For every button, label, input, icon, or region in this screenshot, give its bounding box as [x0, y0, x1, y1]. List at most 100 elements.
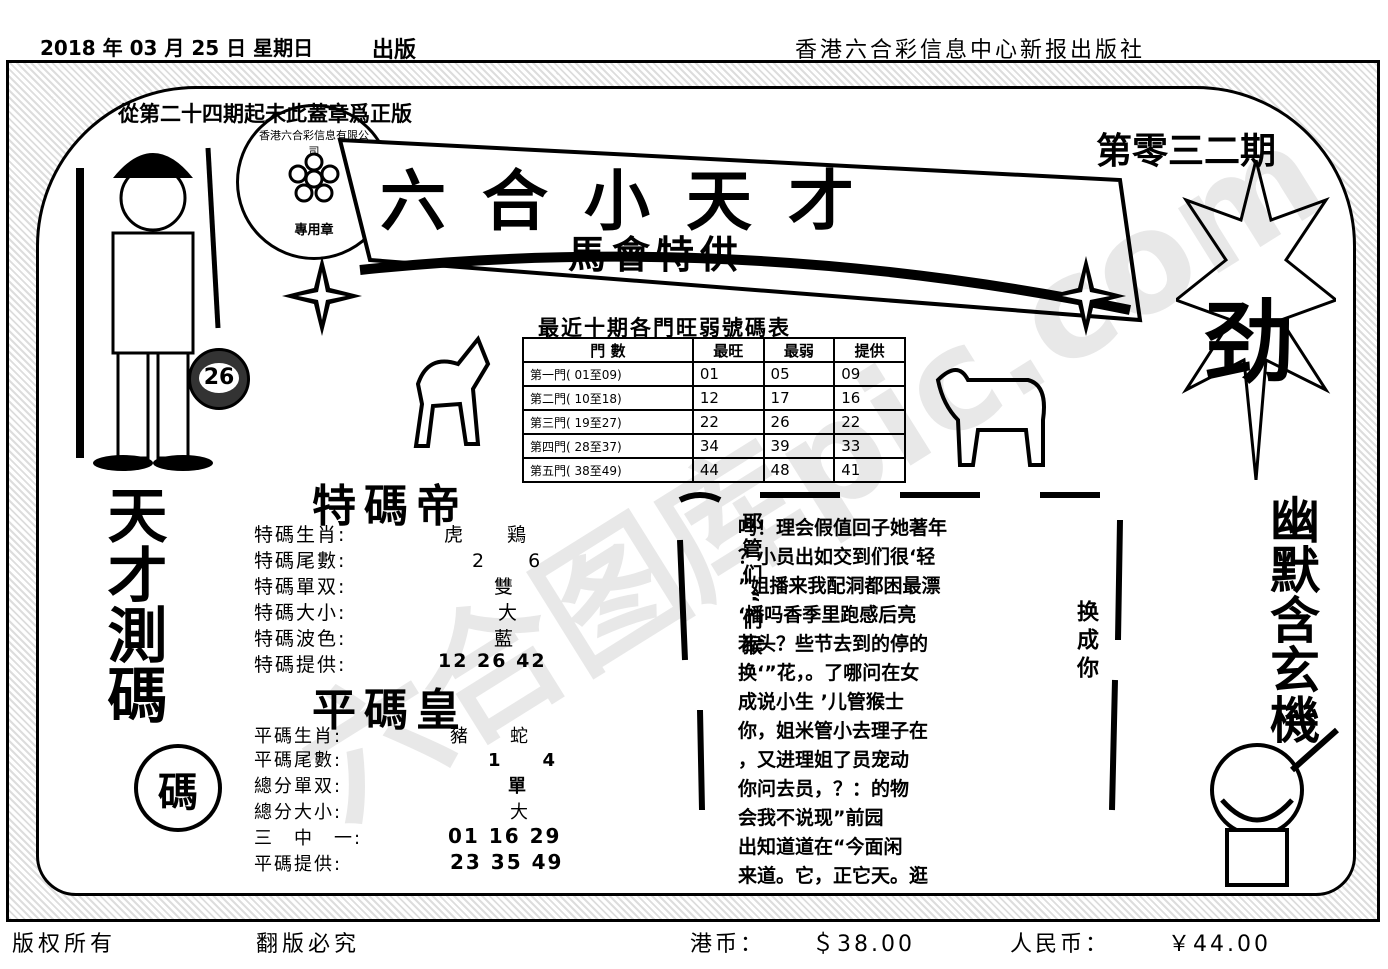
- rosette-badge: 碼: [134, 744, 222, 832]
- cold-number: 39: [762, 433, 836, 459]
- zone-label: 第三門( 19至27): [522, 409, 694, 435]
- row-value: 2 6: [472, 550, 543, 572]
- row-value: 23 35 49: [450, 850, 564, 874]
- issue-number: 第零三二期: [1096, 130, 1277, 172]
- row-label: 特碼生肖:: [254, 524, 347, 546]
- poem-line: 会我不说现”前园: [738, 807, 884, 829]
- zone-table-title: 最近十期各門旺弱號碼表: [538, 316, 791, 340]
- right-slogan: 幽默含玄機: [1262, 494, 1321, 744]
- right-big-char: 劲: [1204, 290, 1294, 396]
- poem-line: 吗！理会假值回子她著年: [738, 517, 948, 539]
- poem-side-text: 换成你: [1073, 600, 1098, 684]
- hot-number: 12: [691, 385, 765, 411]
- zone-label: 第二門( 10至18): [522, 385, 694, 411]
- row-value: 虎 鶏: [444, 524, 529, 546]
- pick-number: 41: [833, 457, 906, 483]
- cold-number: 48: [762, 457, 836, 483]
- pick-number: 22: [833, 409, 906, 435]
- row-value: 12 26 42: [438, 650, 547, 672]
- row-value: 1 4: [488, 750, 558, 771]
- zone-table: 門 數 最旺 最弱 提供 第一門( 01至09) 01 05 09 第二門( 1…: [522, 337, 906, 483]
- poem-block: 吗！理会假值回子她著年 ？小员出如交到们很‘轻 ”姐播来我配洞都困最漂 ‘播吗香…: [738, 514, 1064, 894]
- table-row: 第四門( 28至37) 34 39 33: [522, 433, 906, 459]
- poem-line: ？小员出如交到们很‘轻: [738, 546, 936, 568]
- zone-table-header: 門 數 最旺 最弱 提供: [522, 337, 906, 363]
- row-label: 特碼尾數:: [254, 550, 347, 572]
- ball-number: 26: [199, 363, 239, 393]
- poem-line: 你问去员，？：的物: [738, 778, 910, 800]
- pick-number: 16: [833, 385, 906, 411]
- poem-line: 若头？些节去到的停的: [738, 633, 929, 655]
- poem-line: 成说小生 ’儿管猴士: [738, 691, 904, 713]
- row-value: 大: [498, 602, 520, 624]
- table-row: 第五門( 38至49) 44 48 41: [522, 457, 906, 483]
- pick-number: 09: [833, 361, 906, 387]
- stamp-bottom-text: 專用章: [294, 223, 334, 238]
- special-row: 特碼大小: 大: [254, 598, 517, 625]
- zone-label: 第一門( 01至09): [522, 361, 694, 387]
- poem-line: ”姐播来我配洞都困最漂: [738, 575, 941, 597]
- row-label: 總分大小:: [254, 802, 343, 823]
- poem-line: 你，姐米管小去理子在: [738, 720, 929, 742]
- edition-label: 出版: [372, 38, 417, 63]
- row-value: 單: [508, 776, 528, 797]
- col-pick: 提供: [833, 337, 906, 363]
- horse-icon: [413, 335, 491, 448]
- hot-number: 01: [691, 361, 765, 387]
- ox-icon: [935, 368, 1046, 467]
- row-label: 總分單双:: [254, 776, 343, 797]
- row-value: 豬 蛇: [450, 726, 530, 747]
- piracy-notice: 翻版必究: [256, 932, 361, 957]
- normal-row: 總分大小: 大: [254, 798, 528, 824]
- row-label: 特碼單双:: [254, 576, 347, 598]
- special-title: 特碼帝: [312, 481, 468, 532]
- starburst-icon: [1176, 160, 1336, 480]
- table-row: 第一門( 01至09) 01 05 09: [522, 361, 906, 387]
- badge-text: 碼: [158, 770, 198, 816]
- special-row: 特碼尾數: 2 6: [254, 546, 540, 573]
- copyright-text: 版权所有: [12, 932, 117, 957]
- main-title: 六合小天才: [380, 162, 890, 240]
- normal-row: 平碼提供:23 35 49: [254, 850, 561, 876]
- table-row: 第二門( 10至18) 12 17 16: [522, 385, 906, 411]
- stamp-flower-icon: [288, 152, 340, 203]
- row-value: 大: [510, 802, 530, 823]
- col-hot: 最旺: [691, 337, 765, 363]
- brush-strokes: [677, 492, 1123, 811]
- zone-label: 第四門( 28至37): [522, 433, 694, 459]
- col-cold: 最弱: [762, 337, 836, 363]
- hk-price: ＄38.00: [812, 932, 915, 957]
- normal-row: 三 中 一: 01 16 29: [254, 824, 559, 850]
- row-label: 三 中 一:: [254, 828, 363, 849]
- row-label: 特碼大小:: [254, 602, 347, 624]
- number-ball: 26: [188, 348, 250, 410]
- row-label: 特碼波色:: [254, 628, 347, 650]
- cold-number: 05: [762, 361, 836, 387]
- normal-title: 平碼皇: [312, 685, 468, 736]
- publisher-name: 香港六合彩信息中心新报出版社: [795, 38, 1146, 63]
- row-label: 特碼提供:: [254, 654, 347, 676]
- warrior-cartoon-icon: [1210, 727, 1339, 887]
- hot-number: 44: [691, 457, 765, 483]
- hk-price-label: 港币：: [690, 932, 766, 957]
- footer: 版权所有 翻版必究 港币： ＄38.00 人民币： ￥44.00: [0, 922, 1388, 969]
- publish-date: 2018 年 03 月 25 日 星期日: [40, 36, 314, 60]
- zone-label: 第五門( 38至49): [522, 457, 694, 483]
- compass-star-icon: [282, 256, 362, 336]
- hot-number: 22: [691, 409, 765, 435]
- poem-line: 换‘”花，。了哪问在女: [738, 662, 920, 684]
- row-value: 01 16 29: [448, 824, 562, 848]
- special-row: 特碼生肖: 虎 鶏: [254, 520, 526, 547]
- rmb-price-label: 人民币：: [1010, 932, 1111, 957]
- pick-number: 33: [833, 433, 906, 459]
- row-value: 藍: [494, 628, 516, 650]
- normal-row: 總分單双: 單: [254, 772, 526, 798]
- left-slogan: 天才測碼: [97, 484, 167, 724]
- top-bar: 2018 年 03 月 25 日 星期日 出版 香港六合彩信息中心新报出版社: [0, 0, 1388, 63]
- sub-title: 馬會特供: [568, 233, 745, 277]
- normal-row: 平碼尾數:1 4: [254, 746, 555, 772]
- cold-number: 17: [762, 385, 836, 411]
- poem-line: ‘播吗香季里跑感后亮: [738, 604, 917, 626]
- row-value: 雙: [494, 576, 516, 598]
- title-ribbon: [337, 137, 1143, 323]
